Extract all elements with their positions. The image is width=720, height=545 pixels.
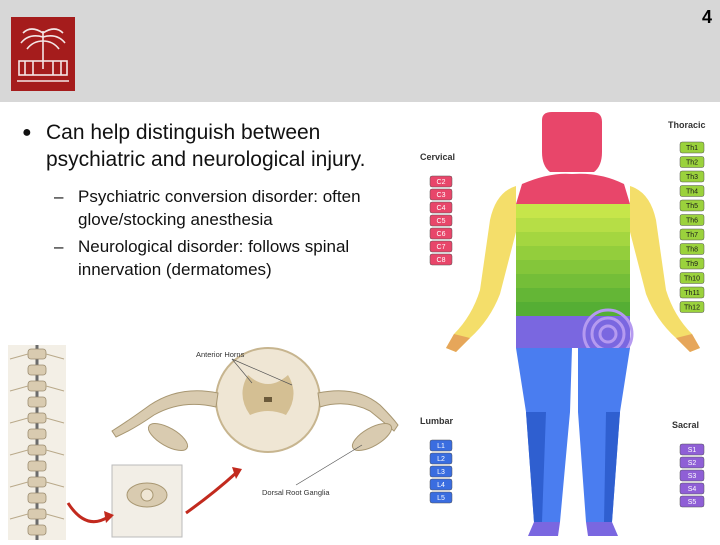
slide-number: 4 xyxy=(701,7,712,27)
cervical-label-c4: C4 xyxy=(437,205,446,212)
slide-header: 4 xyxy=(0,0,720,102)
sacral-box-s2 xyxy=(679,456,705,469)
lumbar-label-l4: L4 xyxy=(437,482,445,489)
sub-bullet-text: Neurological disorder: follows spinal in… xyxy=(78,237,350,279)
thoracic-box-th7 xyxy=(679,228,705,241)
thoracic-title: Thoracic xyxy=(668,120,706,130)
bullet-dot-icon: ● xyxy=(22,124,32,141)
thoracic-label-th12: Th12 xyxy=(684,305,700,312)
cervical-label-c2: C2 xyxy=(437,179,446,186)
cervical-label-c3: C3 xyxy=(437,192,446,199)
dash-icon: – xyxy=(54,237,64,256)
sacral-label-s4: S4 xyxy=(688,486,697,493)
thoracic-label-th5: Th5 xyxy=(686,203,698,210)
lumbar-label-l3: L3 xyxy=(437,469,445,476)
lumbar-label-l2: L2 xyxy=(437,456,445,463)
cervical-title: Cervical xyxy=(420,152,455,162)
thoracic-label-th7: Th7 xyxy=(686,232,698,239)
main-bullet-text: Can help distinguish between psychiatric… xyxy=(46,121,366,171)
thoracic-box-th12 xyxy=(679,301,705,313)
thoracic-label-th2: Th2 xyxy=(686,160,698,167)
sacral-box-s3 xyxy=(679,469,705,482)
lumbar-title: Lumbar xyxy=(420,416,454,426)
thoracic-box-th2 xyxy=(679,156,705,168)
cervical-box-c3 xyxy=(429,188,453,201)
cervical-box-c6 xyxy=(429,227,453,240)
thoracic-label-th1: Th1 xyxy=(686,145,698,152)
sacral-box-s4 xyxy=(679,482,705,495)
cervical-label-c8: C8 xyxy=(437,257,446,264)
sacral-title: Sacral xyxy=(672,420,699,430)
cervical-box-c7 xyxy=(429,240,453,253)
university-logo xyxy=(11,17,75,91)
bullet-list: ● Can help distinguish between psychiatr… xyxy=(18,119,398,281)
sacral-box-s1 xyxy=(679,443,705,456)
spinal-cord-figure: Anterior Horns Dorsal Root Ganglia xyxy=(0,345,400,540)
sacral-label-s5: S5 xyxy=(688,499,697,506)
lumbar-box-l4 xyxy=(429,478,453,491)
lumbar-box-l1 xyxy=(429,439,453,452)
anterior-horns-label: Anterior Horns xyxy=(196,350,245,359)
sacral-label-s3: S3 xyxy=(688,473,697,480)
thoracic-box-th1 xyxy=(679,141,705,154)
dash-icon: – xyxy=(54,187,64,206)
thoracic-box-th10 xyxy=(679,272,705,284)
thoracic-label-th10: Th10 xyxy=(684,276,700,283)
dorsal-root-label: Dorsal Root Ganglia xyxy=(262,488,330,497)
thoracic-label-th6: Th6 xyxy=(686,218,698,225)
thoracic-box-th4 xyxy=(679,185,705,197)
thoracic-label-th11: Th11 xyxy=(684,290,700,297)
cervical-label-c7: C7 xyxy=(437,244,446,251)
lumbar-label-l5: L5 xyxy=(437,495,445,502)
cervical-label-c6: C6 xyxy=(437,231,446,238)
sub-bullet: – Neurological disorder: follows spinal … xyxy=(18,235,398,281)
lumbar-box-l5 xyxy=(429,491,453,504)
main-bullet: ● Can help distinguish between psychiatr… xyxy=(18,119,398,173)
thoracic-box-th5 xyxy=(679,199,705,212)
cervical-box-c8 xyxy=(429,253,453,266)
thoracic-label-th4: Th4 xyxy=(686,189,698,196)
thoracic-box-th3 xyxy=(679,170,705,183)
thoracic-box-th9 xyxy=(679,257,705,270)
thoracic-box-th6 xyxy=(679,214,705,226)
lumbar-box-l3 xyxy=(429,465,453,478)
sacral-label-s2: S2 xyxy=(688,460,697,467)
sub-bullet-text: Psychiatric conversion disorder: often g… xyxy=(78,187,361,229)
sub-bullet: – Psychiatric conversion disorder: often… xyxy=(18,185,398,231)
cervical-box-c5 xyxy=(429,214,453,227)
thoracic-box-th8 xyxy=(679,243,705,255)
thoracic-label-th9: Th9 xyxy=(686,261,698,268)
cervical-label-c5: C5 xyxy=(437,218,446,225)
thoracic-label-th8: Th8 xyxy=(686,247,698,254)
sacral-label-s1: S1 xyxy=(688,447,697,454)
lumbar-label-l1: L1 xyxy=(437,443,445,450)
cervical-box-c4 xyxy=(429,201,453,214)
thoracic-box-th11 xyxy=(679,286,705,299)
cervical-box-c2 xyxy=(429,175,453,188)
sacral-box-s5 xyxy=(679,495,705,508)
thoracic-label-th3: Th3 xyxy=(686,174,698,181)
lumbar-box-l2 xyxy=(429,452,453,465)
